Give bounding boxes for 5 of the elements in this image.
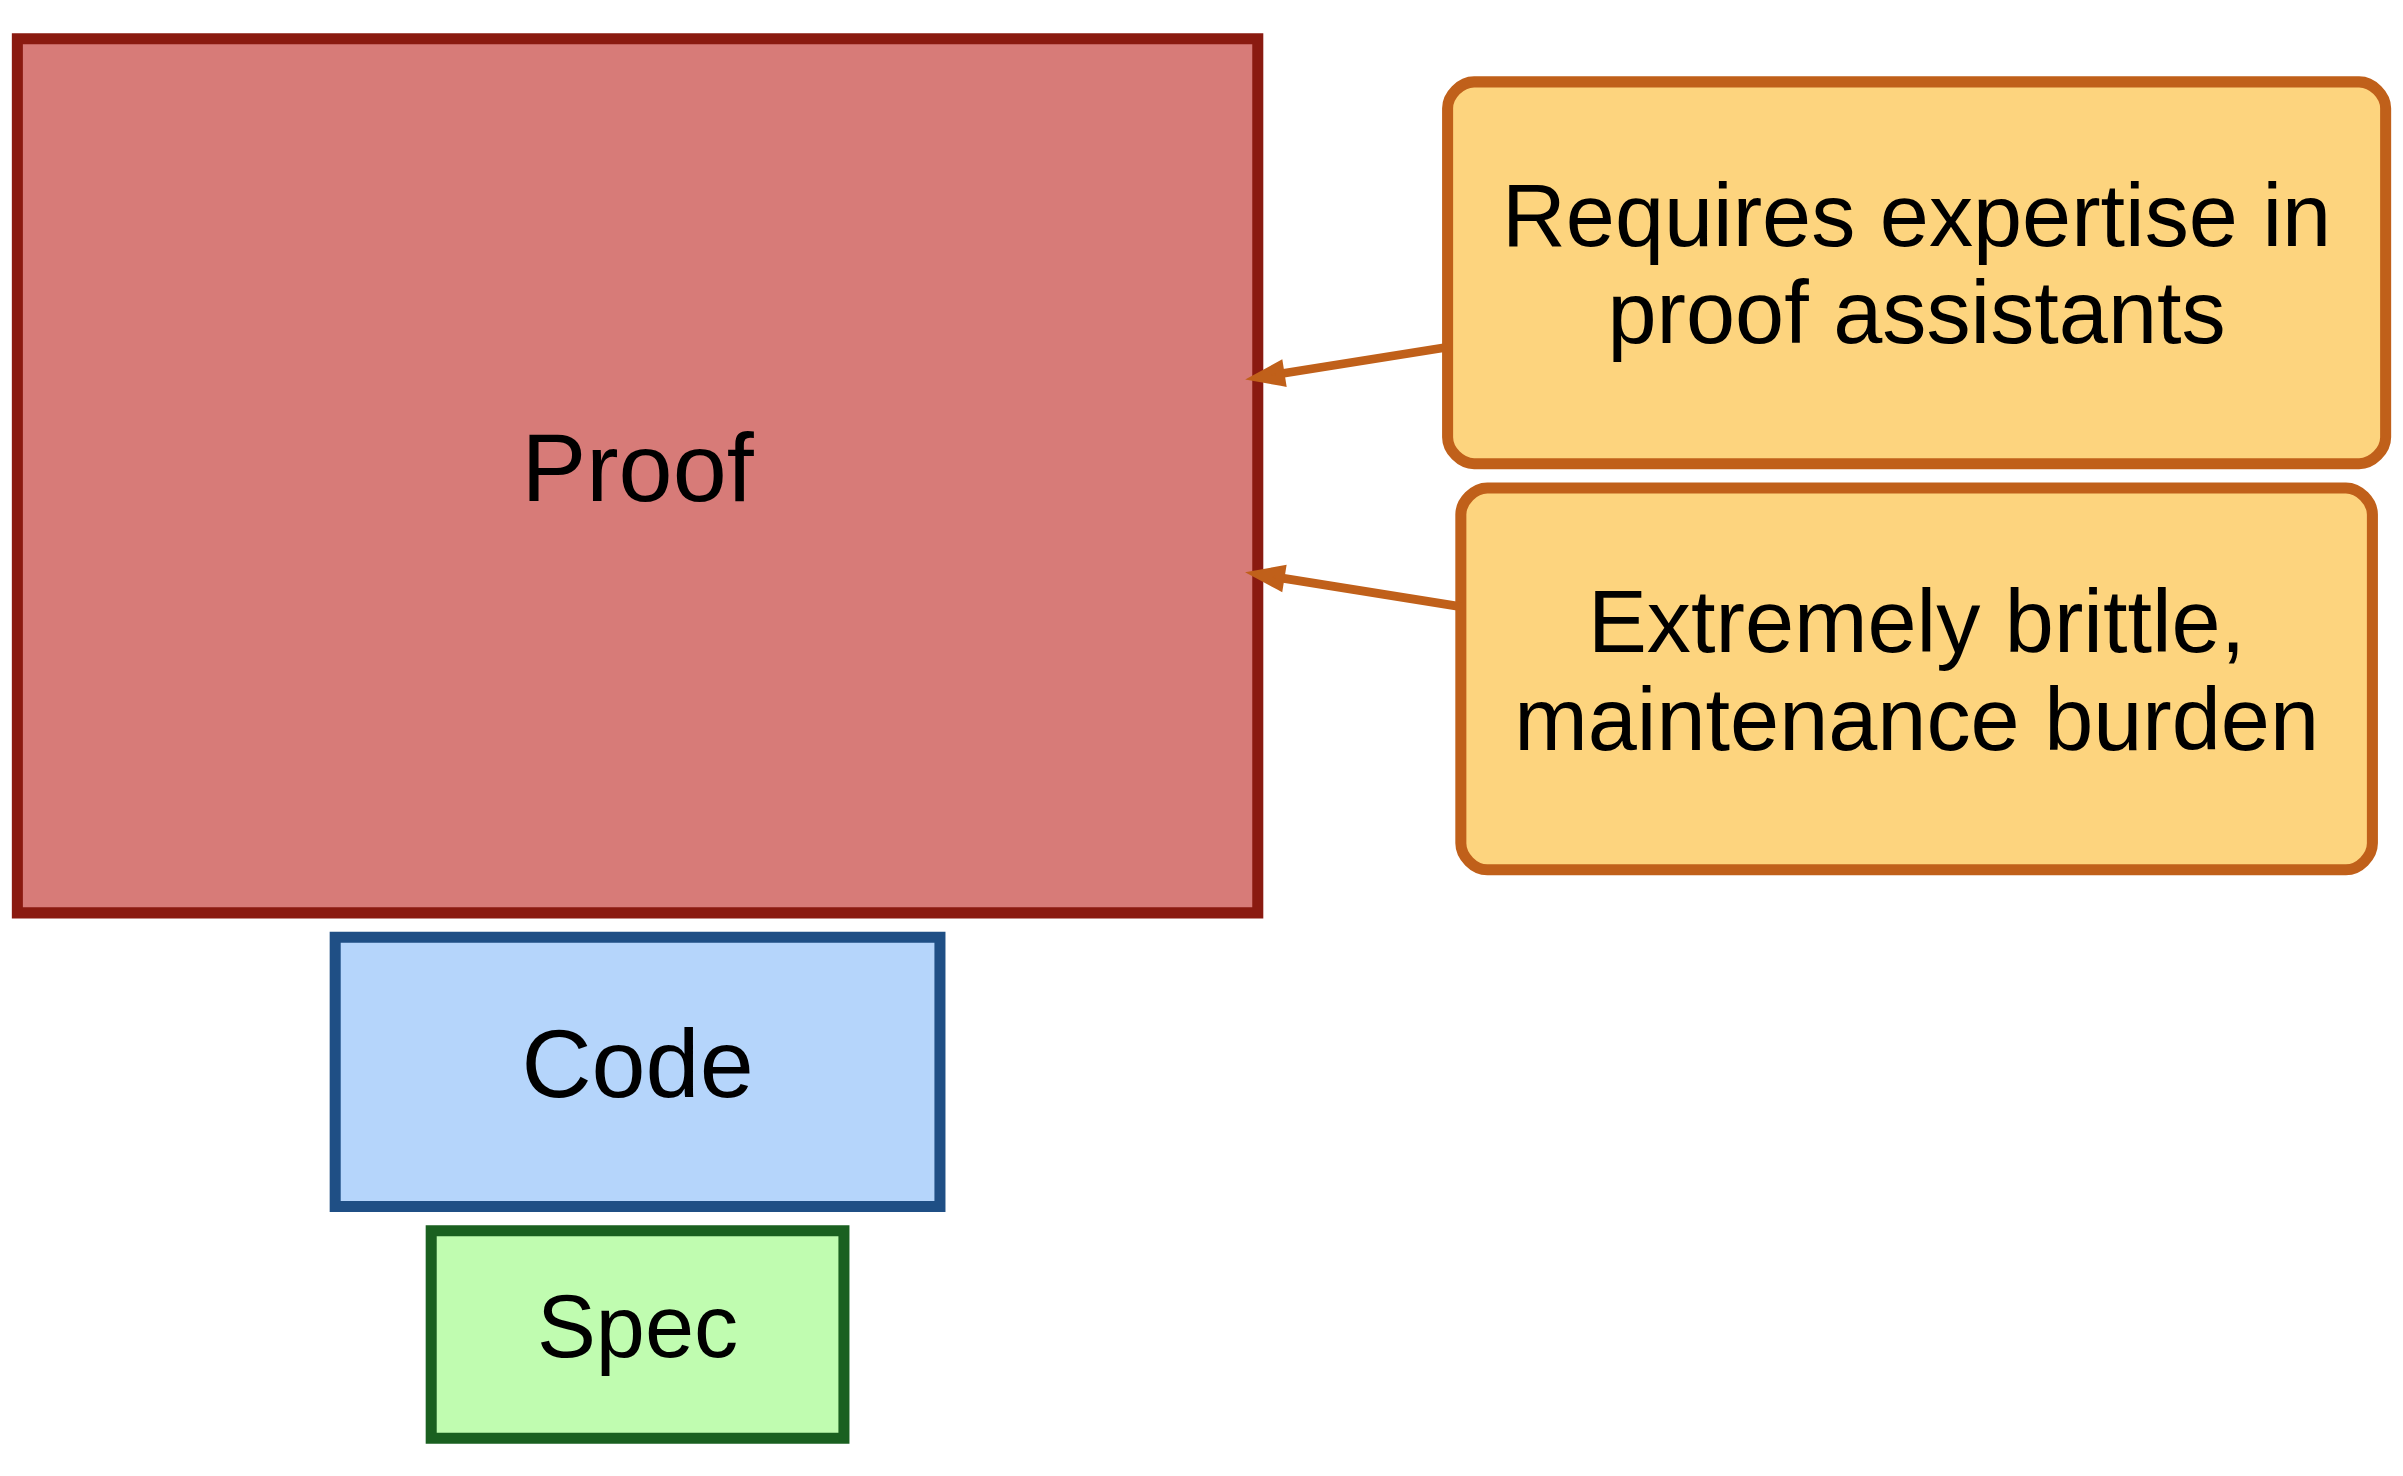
node-box: Extremely brittle, maintenance burden <box>1455 481 2378 875</box>
node-box: Requires expertise in proof assistants <box>1442 75 2392 469</box>
node-box: Spec <box>425 1224 850 1444</box>
node-box: Proof <box>11 32 1264 918</box>
node-box: Code <box>329 931 946 1212</box>
